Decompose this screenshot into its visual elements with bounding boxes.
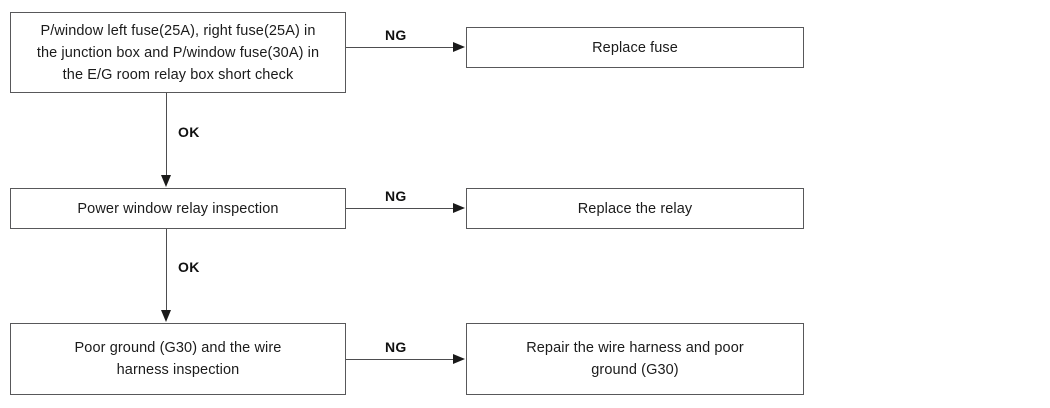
connector-relay-check-to-replace-relay: [346, 208, 454, 209]
connector-fuse-check-to-relay-check: [166, 93, 167, 176]
node-power-window-relay-inspection-label: Power window relay inspection: [77, 200, 279, 217]
node-fuse-short-check: P/window left fuse(25A), right fuse(25A)…: [10, 12, 346, 93]
node-poor-ground-and-wire-harness-inspection-label: Poor ground (G30) and the wire harness i…: [74, 340, 282, 378]
arrowhead-right-icon: [453, 353, 465, 364]
edge-label-ng-fuse: NG: [385, 27, 407, 43]
edge-label-ng-ground: NG: [385, 339, 407, 355]
node-replace-the-relay: Replace the relay: [466, 188, 804, 229]
connector-ground-check-to-repair-harness: [346, 359, 454, 360]
arrowhead-down-icon: [160, 175, 171, 187]
edge-label-ok-relay: OK: [178, 259, 200, 275]
node-poor-ground-and-wire-harness-inspection: Poor ground (G30) and the wire harness i…: [10, 323, 346, 395]
arrowhead-right-icon: [453, 41, 465, 52]
node-repair-wire-harness-and-poor-ground: Repair the wire harness and poor ground …: [466, 323, 804, 395]
edge-label-ok-fuse: OK: [178, 124, 200, 140]
node-power-window-relay-inspection: Power window relay inspection: [10, 188, 346, 229]
connector-relay-check-to-ground-check: [166, 229, 167, 311]
node-repair-wire-harness-and-poor-ground-label: Repair the wire harness and poor ground …: [526, 340, 744, 378]
arrowhead-down-icon: [160, 310, 171, 322]
edge-label-ng-relay: NG: [385, 188, 407, 204]
connector-fuse-check-to-replace-fuse: [346, 47, 454, 48]
arrowhead-right-icon: [453, 202, 465, 213]
node-fuse-short-check-label: P/window left fuse(25A), right fuse(25A)…: [36, 22, 320, 83]
node-replace-the-relay-label: Replace the relay: [577, 200, 693, 217]
node-replace-fuse-label: Replace fuse: [592, 39, 678, 56]
node-replace-fuse: Replace fuse: [466, 27, 804, 68]
